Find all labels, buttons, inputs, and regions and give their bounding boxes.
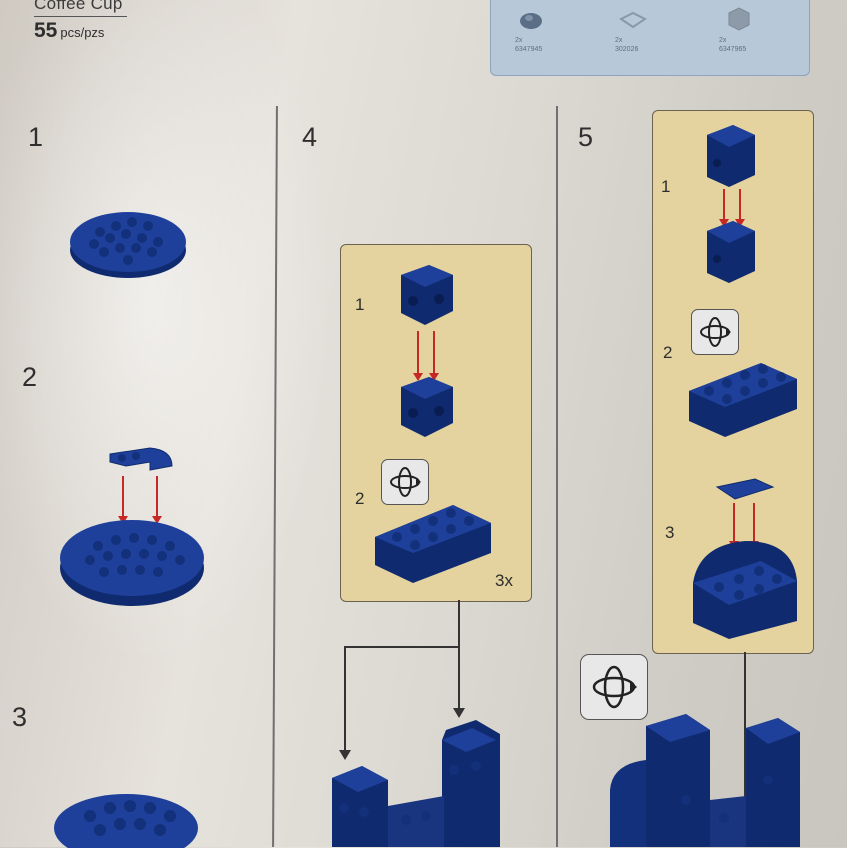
- step-number-5: 5: [578, 122, 594, 152]
- step4-model-illustration: [332, 720, 500, 847]
- step1-round-plate-illustration: [70, 212, 186, 278]
- part-round-plate-icon: [520, 13, 542, 29]
- step-number-2: 2: [22, 362, 38, 392]
- callout-substep-1: 1: [661, 177, 671, 196]
- placement-arrow: [118, 476, 128, 524]
- callout-substep-2: 2: [355, 489, 365, 508]
- step5-model-illustration: [610, 714, 800, 847]
- brick-1x2-illustration: [707, 125, 755, 187]
- step3-round-plate-illustration: [54, 794, 198, 848]
- callout-substep-1: 1: [355, 295, 365, 314]
- rotate-model-icon: [381, 459, 429, 505]
- part-code: 6347965: [719, 46, 747, 53]
- connector-line: [744, 652, 746, 847]
- part-item: 2x 6347965: [719, 0, 809, 69]
- step-number-4: 4: [302, 122, 318, 152]
- callout-substep-3: 3: [665, 523, 675, 542]
- connector-line: [458, 600, 460, 712]
- step4-callout-box: 1 2 3x: [340, 244, 532, 602]
- part-quantity: 2x: [719, 37, 727, 44]
- brick-1x2-illustration: [707, 221, 755, 283]
- step2-corner-plate-illustration: [109, 447, 173, 471]
- connector-line: [344, 646, 346, 750]
- brick-2x4-illustration: [375, 505, 491, 583]
- connector-line: [344, 646, 460, 648]
- callout-substep-2: 2: [663, 343, 673, 362]
- part-quantity: 2x: [515, 37, 523, 44]
- parts-list-panel: 2x 6347945 2x 302026 2x 6347965: [490, 0, 810, 76]
- part-quantity: 2x: [615, 37, 623, 44]
- placement-arrow: [735, 189, 745, 227]
- step-number-3: 3: [12, 702, 28, 732]
- column-divider: [556, 106, 558, 847]
- set-title: Coffee Cup: [34, 0, 127, 17]
- connector-arrowhead: [453, 708, 465, 718]
- piece-count-number: 55: [34, 19, 58, 42]
- placement-arrow: [429, 331, 439, 381]
- repeat-multiplier: 3x: [495, 571, 513, 590]
- part-code: 302026: [615, 46, 639, 53]
- step2-base-plate-illustration: [60, 520, 204, 606]
- part-brick-icon: [728, 7, 750, 31]
- rotate-model-icon: [691, 309, 739, 355]
- connector-arrowhead: [339, 750, 351, 760]
- piece-count-unit: pcs/pzs: [60, 25, 105, 40]
- arch-assembly-illustration: [693, 541, 797, 639]
- placement-arrow: [413, 331, 423, 381]
- rotate-arrows-icon: [592, 665, 637, 709]
- part-code: 6347945: [515, 46, 543, 53]
- tile-1x2-illustration: [715, 478, 775, 500]
- part-item: 2x 6347945: [515, 0, 605, 69]
- placement-arrow: [152, 476, 162, 524]
- part-item: 2x 302026: [615, 0, 705, 69]
- rotate-arrows-icon: [390, 467, 421, 497]
- column-divider: [272, 106, 278, 847]
- brick-1x2-illustration: [401, 265, 453, 325]
- rotate-model-icon: [580, 654, 648, 720]
- step5-callout-box: 1 2 3: [652, 110, 814, 654]
- brick-2x4-illustration: [689, 363, 797, 437]
- brick-1x2-illustration: [401, 377, 453, 437]
- rotate-arrows-icon: [700, 317, 731, 347]
- part-wedge-icon: [619, 11, 647, 29]
- step-number-1: 1: [28, 122, 44, 152]
- placement-arrow: [719, 189, 729, 227]
